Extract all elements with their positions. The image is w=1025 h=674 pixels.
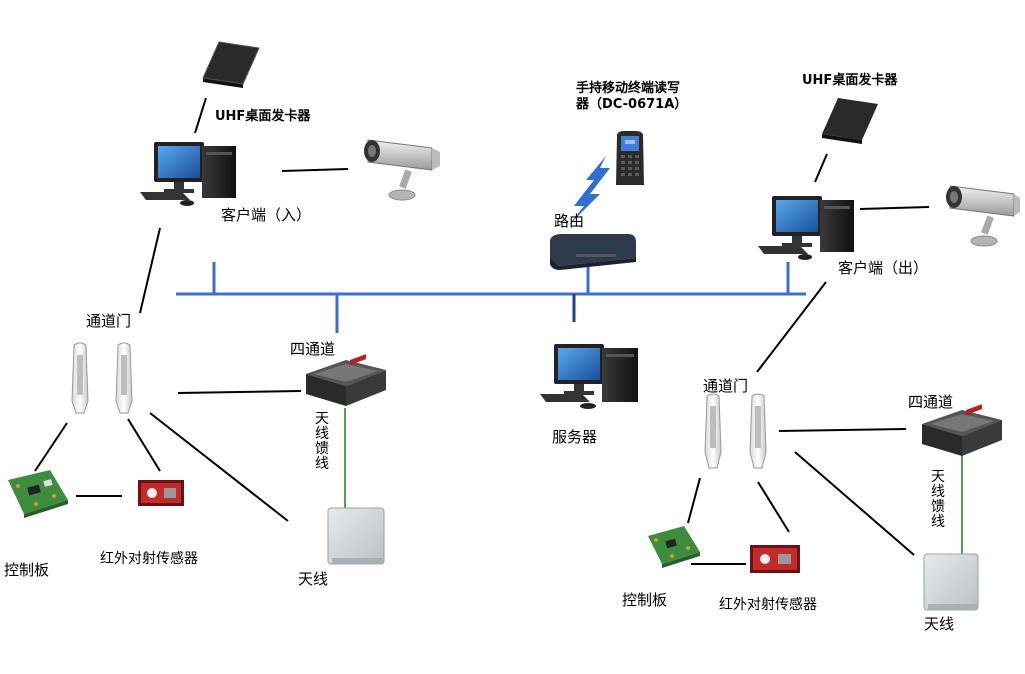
ir-sensor-label-left: 红外对射传感器 [100,551,198,567]
server-icon [540,344,638,409]
uhf-card-issuer-icon [822,98,878,144]
connector-lines [34,97,930,565]
rfid-reader-icon [922,404,1002,456]
pc-icon [758,196,854,260]
antenna-icon [923,553,979,611]
handheld-label-line2: 器（DC-0671A） [576,97,688,112]
pc-icon [140,142,236,206]
rfid-reader-icon [306,354,386,406]
gate-icon [115,342,133,414]
router-icon [550,234,636,270]
uhf-issuer-label-right: UHF桌面发卡器 [802,73,898,88]
gate-label-left: 通道门 [86,312,132,330]
control-board-label-left: 控制板 [4,561,50,579]
camera-icon [364,139,440,201]
ir-sensor-label-right: 红外对射传感器 [719,597,817,613]
gate-icon [704,393,722,469]
uhf-issuer-label-left: UHF桌面发卡器 [215,109,311,124]
control-board-icon [648,526,700,568]
four-channel-label-left: 四通道 [290,340,336,358]
wireless-signal-icon [568,156,610,226]
gate-icon [749,393,767,469]
antenna-label-right: 天线 [924,615,955,633]
gate-icon [71,342,89,414]
feeder-label-left: 天线馈线 [315,411,329,472]
feeder-lines [344,408,963,555]
gate-label-right: 通道门 [703,377,749,395]
client-in-label: 客户端（入） [221,206,312,224]
handheld-label-line1: 手持移动终端读写 [576,81,681,96]
feeder-label-right: 天线馈线 [931,469,945,530]
router-label: 路由 [554,212,585,230]
ir-sensor-icon [138,480,184,506]
handheld-terminal-icon [616,131,644,185]
uhf-card-issuer-icon [202,41,260,88]
client-out-label: 客户端（出） [838,259,929,277]
camera-icon [946,185,1020,247]
antenna-label-left: 天线 [298,570,329,588]
server-label: 服务器 [552,428,598,446]
control-board-icon [8,470,68,518]
antenna-icon [327,507,385,565]
control-board-label-right: 控制板 [622,591,668,609]
ir-sensor-icon [750,545,800,573]
four-channel-label-right: 四通道 [908,393,954,411]
network-bus [176,262,806,333]
